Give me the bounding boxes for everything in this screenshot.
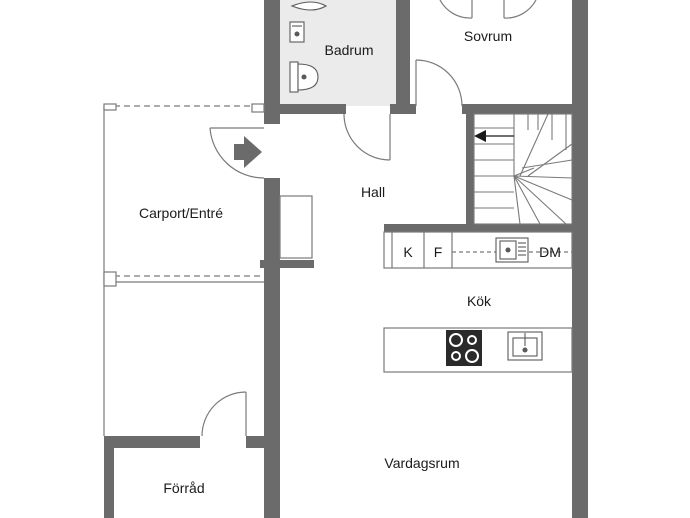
room-label-vardagsrum: Vardagsrum (384, 455, 459, 471)
room-label-carport: Carport/Entré (139, 205, 223, 221)
room-label-badrum: Badrum (324, 42, 373, 58)
wall-core-left-top (264, 0, 280, 124)
wall-stair-left (466, 114, 474, 230)
appliance-label-kyl: K (403, 244, 413, 260)
hall-closet (279, 195, 313, 259)
staircase (473, 113, 573, 225)
appliance-label-frys: F (434, 244, 443, 260)
wall-hall-west-b (264, 268, 280, 444)
wall-storage-top-right (246, 436, 280, 448)
entrance-arrow-icon (234, 136, 262, 168)
stair-direction-arrow-icon (474, 130, 514, 142)
wall-bath-right (396, 0, 410, 114)
wall-right-exterior (572, 0, 588, 518)
wall-bed-bottom (462, 104, 588, 114)
room-label-kok: Kök (467, 293, 492, 309)
carport-outline (103, 103, 265, 436)
doors (201, 0, 537, 437)
wall-hall-nub (260, 260, 314, 268)
washbasin-icon (289, 1, 328, 43)
appliance-label-dm: DM (539, 244, 561, 260)
wall-kitchen-top (384, 224, 588, 232)
toilet-icon (289, 61, 319, 93)
sink-top-icon (495, 237, 529, 263)
wall-hall-west-a (264, 178, 280, 262)
room-label-sovrum: Sovrum (464, 28, 512, 44)
wall-storage-top-left (104, 436, 200, 448)
wall-hall-west-c (264, 444, 280, 518)
room-label-forrad: Förråd (163, 480, 204, 496)
hob-icon (446, 330, 482, 366)
sink-island-icon (507, 331, 543, 361)
room-label-hall: Hall (361, 184, 385, 200)
walls (104, 0, 588, 518)
wall-bath-bottom (264, 104, 346, 114)
wall-storage-left (104, 448, 114, 518)
